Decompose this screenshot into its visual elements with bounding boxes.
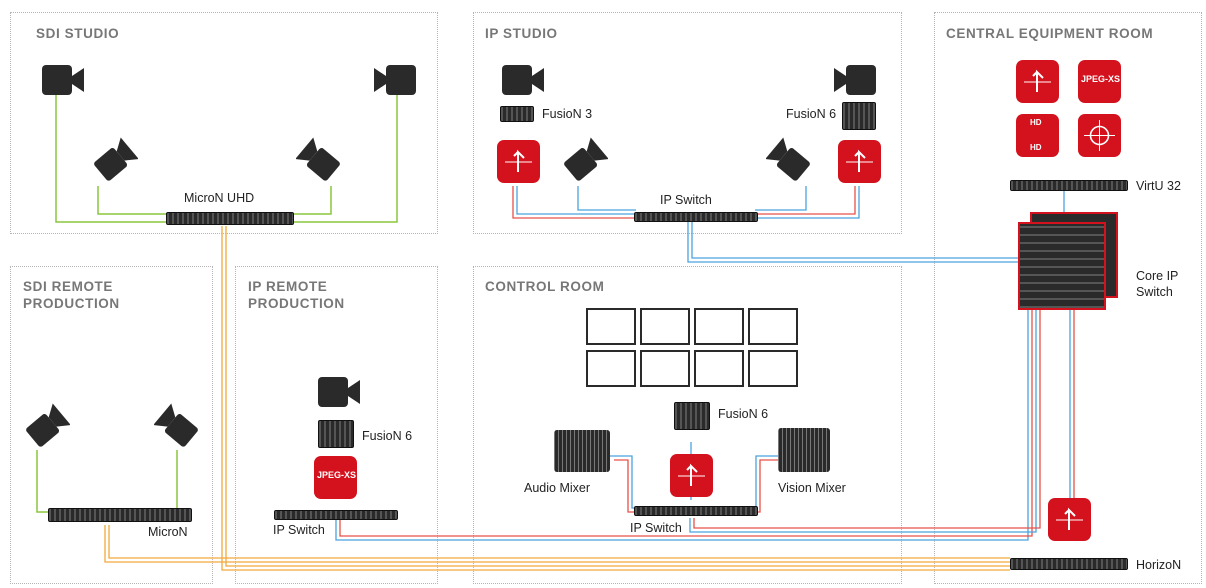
video-camera-icon <box>564 137 608 181</box>
fusion6-remote-label: FusioN 6 <box>362 429 413 443</box>
ip-switch-control-label: IP Switch <box>630 521 682 535</box>
video-camera-icon <box>834 65 876 95</box>
audio-mixer-label: Audio Mixer <box>524 481 590 495</box>
st2110-gateway-glyph <box>505 149 532 172</box>
horizon-label: HorizoN <box>1136 558 1182 572</box>
zone-title-control-room: CONTROL ROOM <box>485 279 605 294</box>
st2110-gateway-icon <box>838 140 881 183</box>
st2110-gateway-icon <box>670 454 713 497</box>
st2110-gateway-glyph <box>678 463 705 486</box>
virtu32-device <box>1010 180 1128 191</box>
st2110-gateway-icon <box>1016 60 1059 103</box>
zone-title-ip-remote-production: IP REMOTE PRODUCTION <box>248 279 345 311</box>
core-ip-switch-device <box>1018 222 1106 310</box>
hd-top-text: HD <box>1030 118 1042 127</box>
video-camera-icon <box>26 403 70 447</box>
video-camera-icon <box>42 65 84 95</box>
zone-title-sdi-remote-production: SDI REMOTE PRODUCTION <box>23 279 120 311</box>
remote-links <box>104 226 1010 571</box>
fusion6-control-device <box>674 402 710 430</box>
st2110-gateway-glyph <box>1056 507 1083 530</box>
vision-mixer-label: Vision Mixer <box>778 481 846 495</box>
virtu32-label: VirtU 32 <box>1136 179 1181 193</box>
ip-switch-studio-label: IP Switch <box>660 193 712 207</box>
fusion3-device <box>500 106 534 122</box>
sdi-remote-links <box>36 450 190 513</box>
monitor <box>640 350 690 387</box>
st2110-gateway-icon <box>497 140 540 183</box>
audio-mixer-device <box>554 430 610 472</box>
monitor-wall <box>586 308 798 388</box>
monitor <box>640 308 690 345</box>
video-camera-icon <box>296 137 340 181</box>
micron-device <box>48 508 192 522</box>
zone-central-equipment-room: CENTRAL EQUIPMENT ROOM <box>934 12 1202 584</box>
fusion6-studio-label: FusioN 6 <box>786 107 837 121</box>
monitor <box>748 350 798 387</box>
jpeg-xs-text: JPEG-XS <box>317 470 357 480</box>
micron-uhd-label: MicroN UHD <box>184 191 255 205</box>
video-camera-icon <box>94 137 138 181</box>
zone-title-ip-studio: IP STUDIO <box>485 26 558 41</box>
jpeg-xs-codec-icon: JPEG-XS <box>314 456 357 499</box>
vision-mixer-device <box>778 428 830 472</box>
horizon-device <box>1010 558 1128 570</box>
ip-switch-studio-device <box>634 212 758 222</box>
st2110-gateway-icon <box>1048 498 1091 541</box>
core-ip-switch-label: Core IP Switch <box>1136 269 1179 299</box>
st2110-gateway-glyph <box>1024 69 1051 92</box>
micron-label: MicroN <box>148 525 188 539</box>
ip-switch-remote-device <box>274 510 398 520</box>
video-camera-icon <box>318 377 360 407</box>
zone-title-sdi-studio: SDI STUDIO <box>36 26 120 41</box>
sync-generator-icon <box>1078 114 1121 157</box>
fusion6-control-label: FusioN 6 <box>718 407 769 421</box>
st2110-gateway-glyph <box>846 149 873 172</box>
video-camera-icon <box>502 65 544 95</box>
ip-core-links <box>335 190 1075 541</box>
zone-control-room: CONTROL ROOM <box>473 266 902 584</box>
fusion6-remote-device <box>318 420 354 448</box>
monitor <box>586 350 636 387</box>
fusion6-studio-device <box>842 102 876 130</box>
ip-switch-remote-label: IP Switch <box>273 523 325 537</box>
monitor <box>748 308 798 345</box>
sync-generator-glyph <box>1084 120 1115 151</box>
fusion3-label: FusioN 3 <box>542 107 593 121</box>
zone-ip-remote-production: IP REMOTE PRODUCTION <box>235 266 438 584</box>
video-camera-icon <box>766 137 810 181</box>
hd-up-down-converter-icon: HD HD <box>1016 114 1059 157</box>
ip-studio-links <box>512 186 1020 263</box>
ip-switch-control-device <box>634 506 758 516</box>
monitor <box>586 308 636 345</box>
zone-title-central-equipment-room: CENTRAL EQUIPMENT ROOM <box>946 26 1154 41</box>
monitor <box>694 350 744 387</box>
sdi-studio-links <box>55 92 398 223</box>
jpeg-xs-codec-icon: JPEG-XS <box>1078 60 1121 103</box>
zone-sdi-remote-production: SDI REMOTE PRODUCTION <box>10 266 213 584</box>
micron-uhd-device <box>166 212 294 225</box>
monitor <box>694 308 744 345</box>
video-camera-icon <box>374 65 416 95</box>
zone-sdi-studio: SDI STUDIO <box>10 12 438 234</box>
video-camera-icon <box>154 403 198 447</box>
hd-bottom-text: HD <box>1030 143 1042 152</box>
jpeg-xs-text: JPEG-XS <box>1081 74 1121 84</box>
